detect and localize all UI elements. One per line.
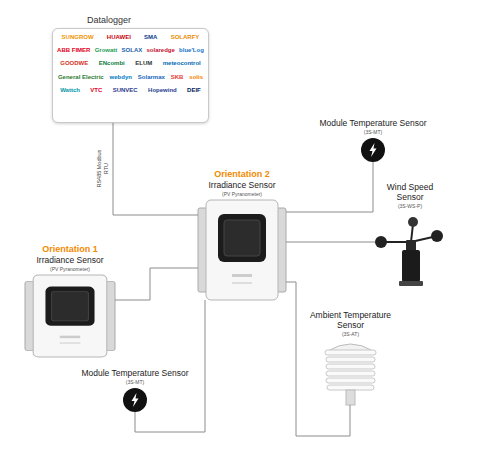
brand-logo: Solarmax <box>138 74 165 81</box>
node-title: Ambient Temperature Sensor <box>306 310 396 330</box>
brand-logo: VTC <box>90 87 102 94</box>
module-temperature-drawing <box>361 138 385 162</box>
shield-plate <box>326 357 375 362</box>
node-title: Orientation 2 <box>187 169 297 180</box>
shield-plate <box>326 364 375 369</box>
brand-logo: SMA <box>144 34 157 41</box>
sensor-cable <box>115 268 198 300</box>
sensor-node: Module Temperature Sensor(3S-MT) <box>361 138 385 162</box>
node-title: Module Temperature Sensor <box>75 368 195 378</box>
brand-logo: Hopewind <box>148 87 177 94</box>
brand-logo: SOLARFY <box>171 34 200 41</box>
brand-logo: ENcombi <box>99 60 125 67</box>
anemometer-cup <box>375 236 387 248</box>
edge-label: RS485 Modbus RTU <box>96 145 109 191</box>
brand-logo: meteocontrol <box>163 60 201 67</box>
sensor-node: Orientation 2Irradiance Sensor(PV Pyrano… <box>198 200 286 300</box>
node-title: Datalogger <box>87 15 131 26</box>
shield-plate <box>326 378 375 383</box>
brand-logo: Growatt <box>95 47 118 54</box>
module-temperature-drawing <box>123 388 147 412</box>
radiation-shield-drawing <box>325 344 376 405</box>
anemometer-hub <box>406 240 416 251</box>
brand-logo: HUAWEI <box>107 34 131 41</box>
brand-logo: SOLAX <box>122 47 143 54</box>
shield-plate <box>326 371 375 376</box>
anemometer-cup <box>431 230 443 242</box>
brand-logo: blue'Log <box>179 47 204 54</box>
node-subtitle: (PV Pyranometer) <box>187 191 297 197</box>
brand-logo: ELUM <box>135 60 152 67</box>
anemometer-body <box>402 250 420 282</box>
sensor-node: Wind Speed Sensor(3S-WS-P) <box>375 212 445 286</box>
brand-logo: SUNVEC <box>113 87 138 94</box>
node-subtitle: (3S-AT) <box>306 331 396 337</box>
node-heading: Ambient Temperature Sensor(3S-AT) <box>306 310 396 337</box>
sensor-cable <box>286 282 350 436</box>
node-subtitle: Irradiance Sensor <box>15 255 125 265</box>
node-heading: Wind Speed Sensor(3S-WS-P) <box>383 182 437 209</box>
brand-logo: SUNGROW <box>62 34 94 41</box>
irradiance-sensor-drawing <box>25 275 115 357</box>
brand-logo: webdyn <box>110 74 132 81</box>
node-subtitle: (3S-MT) <box>75 379 195 385</box>
sensor-node: Module Temperature Sensor(3S-MT) <box>123 388 147 412</box>
brand-logo: SKB <box>171 74 184 81</box>
irradiance-sensor-drawing <box>198 200 286 300</box>
anemometer-drawing <box>375 217 443 286</box>
node-subtitle: (PV Pyranometer) <box>15 266 125 272</box>
brand-logo: Wattch <box>60 87 80 94</box>
shield-mount <box>346 390 355 405</box>
shield-plate <box>325 350 376 355</box>
logo-grid: SUNGROWHUAWEISMASOLARFYABB FIMERGrowattS… <box>53 29 208 99</box>
shield-plate <box>327 385 374 390</box>
node-subtitle: Irradiance Sensor <box>187 180 297 190</box>
node-heading: Module Temperature Sensor(3S-MT) <box>75 368 195 385</box>
node-heading: Datalogger <box>87 15 131 26</box>
node-heading: Orientation 2Irradiance Sensor(PV Pyrano… <box>187 169 297 197</box>
sensor-node: Ambient Temperature Sensor(3S-AT) <box>322 340 379 405</box>
node-title: Wind Speed Sensor <box>383 182 437 202</box>
brand-logo: GOODWE <box>60 60 88 67</box>
node-title: Module Temperature Sensor <box>313 118 433 128</box>
node-heading: Orientation 1Irradiance Sensor(PV Pyrano… <box>15 244 125 272</box>
anemometer-cup <box>408 217 418 227</box>
sensor-node: Orientation 1Irradiance Sensor(PV Pyrano… <box>25 275 115 357</box>
node-heading: Module Temperature Sensor(3S-MT) <box>313 118 433 135</box>
brand-logo: ABB FIMER <box>57 47 90 54</box>
node-title: Orientation 1 <box>15 244 125 255</box>
anemometer-base <box>399 281 423 286</box>
brand-logo: General Electric <box>58 74 104 81</box>
brand-logo: solis <box>189 74 203 81</box>
sensor-cable <box>286 162 373 212</box>
brand-logo: solaredge <box>147 47 175 54</box>
sensor-cable <box>113 123 198 215</box>
datalogger-box: DataloggerSUNGROWHUAWEISMASOLARFYABB FIM… <box>52 28 209 123</box>
brand-logo: DEIF <box>187 87 201 94</box>
sensor-cable <box>135 300 205 432</box>
sensor-cable <box>286 242 375 243</box>
node-subtitle: (3S-WS-P) <box>383 203 437 209</box>
node-subtitle: (3S-MT) <box>313 129 433 135</box>
